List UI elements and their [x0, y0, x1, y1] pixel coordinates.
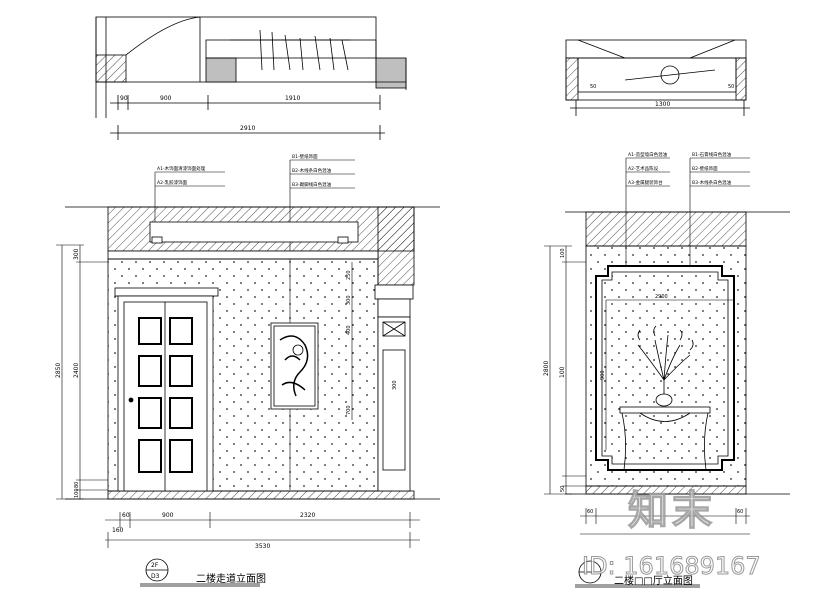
left-index-bottom: D3 [151, 573, 160, 580]
right-horizontal-dimensions [580, 508, 750, 535]
right-note-a1: A1-造型墙白色混油 [628, 151, 668, 158]
left-vertical-dimensions [56, 244, 353, 500]
right-height-part-3: 50 [560, 486, 566, 492]
right-notes-text: A1-造型墙白色混油 A2-艺术品陈设 A3-金属腿装饰台 B1-石膏线白色混油… [628, 151, 732, 186]
right-plan-dim-labels: 50 50 1300 [590, 84, 734, 108]
right-plan-dim-2: 50 [728, 84, 734, 90]
note-b2: B2-木线条白色混油 [292, 167, 332, 174]
panel-dim-4: 700 [346, 405, 352, 415]
right-note-a3: A3-金属腿装饰台 [628, 179, 663, 186]
right-note-b3: B3-木线条白色混油 [692, 179, 732, 186]
plan-dim-2: 900 [160, 95, 172, 102]
right-note-b1: B1-石膏线白色混油 [692, 151, 732, 158]
elev-dim-2: 900 [162, 512, 174, 519]
note-b3: B3-踢脚线白色混油 [292, 181, 332, 188]
right-elev-dim-1: 60 [587, 509, 593, 515]
left-plan-view [95, 16, 407, 140]
plan-dim-1: 90 [120, 95, 128, 102]
right-elevation [565, 211, 790, 495]
elev-dim-total: 3530 [255, 543, 270, 550]
left-drawing-title: 二楼走道立面图 [196, 574, 266, 585]
right-note-a2: A2-艺术品陈设 [628, 165, 659, 172]
left-plan-dimension-labels: 90 900 1910 2910 [120, 95, 300, 132]
left-notes-text: A1-木饰面清漆饰面处理 A2-乳胶漆饰面 B1-壁纸饰面 B2-木线条白色混油… [157, 153, 332, 188]
right-height-part-1: 100 [560, 248, 566, 258]
right-panel-height: 900 [600, 370, 606, 380]
right-vertical-dim-labels: 2800 100 100 50 2900 900 [543, 248, 668, 492]
height-part-4: 100 [74, 488, 80, 498]
note-a1: A1-木饰面清漆饰面处理 [157, 165, 206, 172]
height-part-1: 300 [73, 248, 80, 260]
plan-dim-total: 2910 [240, 125, 255, 132]
right-drawing-title: 二楼□□厅立面图 [614, 576, 693, 587]
right-title-symbol [575, 560, 700, 588]
right-elev-dim-2: 60 [737, 509, 743, 515]
height-part-3: 80 [74, 482, 80, 488]
panel-dim-3: 400 [346, 325, 352, 335]
elev-dim-left: 160 [112, 527, 124, 534]
left-vertical-dim-labels: 2850 300 2400 80 100 250 300 400 700 300 [55, 248, 398, 498]
watermark-id: ID: 161689167 [582, 552, 762, 581]
height-part-2: 2400 [73, 363, 80, 378]
right-plan-view [565, 39, 750, 116]
right-plan-dim-1: 50 [590, 84, 596, 90]
watermark-logo: 知末 [627, 487, 716, 534]
left-horizontal-dimensions [105, 512, 420, 548]
right-panel-width: 2900 [655, 294, 668, 300]
left-elevation [65, 206, 440, 500]
left-title-symbol [140, 558, 260, 587]
panel-dim-5: 300 [392, 380, 398, 390]
left-horizontal-dim-labels: 60 900 2320 160 3530 [112, 512, 315, 550]
left-index-top: 2F [151, 562, 159, 569]
note-a2: A2-乳胶漆饰面 [157, 179, 188, 186]
panel-dim-1: 250 [346, 270, 352, 280]
right-plan-total: 1300 [655, 101, 670, 108]
elev-dim-1: 60 [122, 512, 130, 519]
right-height-part-2: 100 [559, 366, 566, 378]
height-total: 2850 [55, 363, 62, 378]
right-height-total: 2800 [543, 361, 550, 376]
plan-dim-3: 1910 [285, 95, 300, 102]
right-vertical-dimensions [544, 245, 735, 495]
panel-dim-2: 300 [346, 295, 352, 305]
elev-dim-3: 2320 [300, 512, 315, 519]
right-note-b2: B2-壁纸饰面 [692, 165, 718, 172]
note-b1: B1-壁纸饰面 [292, 153, 318, 160]
